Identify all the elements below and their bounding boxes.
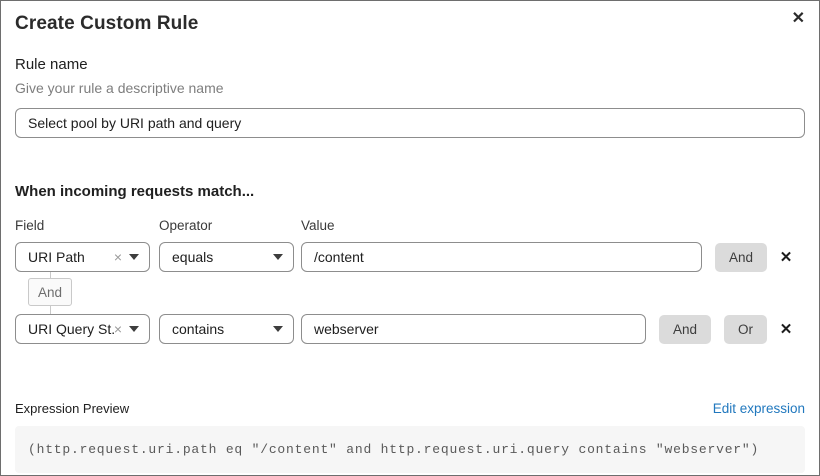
chevron-down-icon (129, 326, 139, 332)
rule-name-label: Rule name (15, 56, 88, 73)
operator-column-label: Operator (159, 218, 213, 233)
chevron-down-icon (273, 326, 283, 332)
or-button[interactable]: Or (724, 314, 767, 344)
match-heading: When incoming requests match... (15, 183, 255, 200)
condition-row: URI Path × equals And ✕ (15, 242, 805, 272)
modal-title: Create Custom Rule (15, 13, 199, 34)
field-column-label: Field (15, 218, 45, 233)
delete-row-icon[interactable]: ✕ (779, 249, 793, 266)
connector-line (49, 306, 51, 314)
rule-name-input[interactable] (15, 108, 805, 138)
expression-preview-label: Expression Preview (15, 401, 130, 416)
clear-selection-icon[interactable]: × (113, 321, 122, 337)
clear-selection-icon[interactable]: × (113, 249, 122, 265)
operator-select[interactable]: contains (159, 314, 294, 344)
value-input[interactable] (301, 314, 646, 344)
and-button[interactable]: And (658, 314, 711, 344)
operator-select-value: contains (172, 321, 225, 337)
rule-name-hint: Give your rule a descriptive name (15, 80, 224, 96)
field-select[interactable]: URI Query St... × (15, 314, 150, 344)
operator-select[interactable]: equals (159, 242, 294, 272)
connector-and-badge: And (28, 278, 72, 306)
operator-select-value: equals (172, 249, 214, 265)
field-select-value: URI Path (28, 249, 85, 265)
and-button[interactable]: And (714, 242, 767, 272)
chevron-down-icon (129, 254, 139, 260)
edit-expression-link[interactable]: Edit expression (712, 401, 805, 416)
expression-code: (http.request.uri.path eq "/content" and… (28, 442, 760, 457)
value-input[interactable] (301, 242, 702, 272)
logic-connector: And (28, 272, 72, 314)
column-labels: Field Operator Value (15, 218, 805, 233)
delete-row-icon[interactable]: ✕ (779, 321, 793, 338)
field-select[interactable]: URI Path × (15, 242, 150, 272)
connector-line (49, 272, 51, 278)
condition-row: URI Query St... × contains And Or ✕ (15, 314, 805, 344)
close-icon[interactable]: ✕ (791, 10, 805, 27)
chevron-down-icon (273, 254, 283, 260)
expression-preview-header: Expression Preview Edit expression (15, 401, 805, 416)
field-select-value: URI Query St... (28, 321, 114, 337)
value-column-label: Value (301, 218, 335, 233)
expression-code-block: (http.request.uri.path eq "/content" and… (15, 426, 805, 473)
